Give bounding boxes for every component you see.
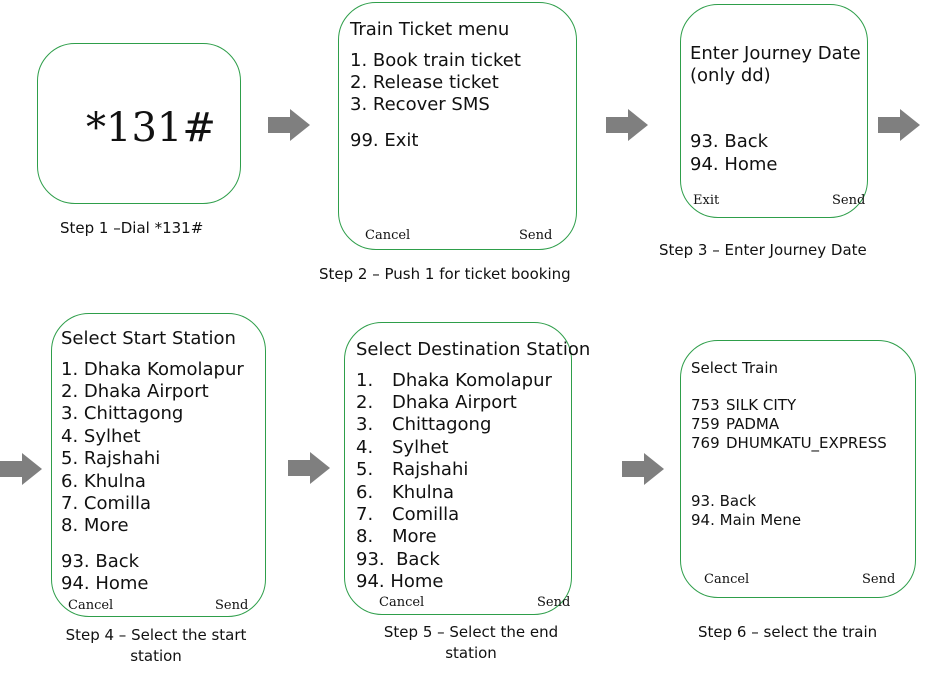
step2-phone: Train Ticket menu 1. Book train ticket 2… [338, 2, 577, 250]
station-option[interactable]: More [392, 526, 437, 547]
step1-phone: *131# [37, 43, 241, 204]
arrow-right-icon [268, 109, 310, 141]
arrow-right-icon [878, 109, 920, 141]
train-number: 759 [691, 415, 720, 433]
step1-caption: Step 1 –Dial *131# [60, 219, 204, 237]
destination-title: Select Destination Station [356, 339, 591, 360]
station-option[interactable]: 3. Chittagong [61, 403, 184, 424]
train-option[interactable]: DHUMKATU_EXPRESS [726, 434, 887, 452]
main-menu-option[interactable]: 94. Main Mene [691, 511, 802, 529]
send-button[interactable]: Send [832, 193, 866, 208]
train-option[interactable]: PADMA [726, 415, 780, 433]
step4-caption-line2: station [130, 647, 182, 665]
menu-title: Train Ticket menu [350, 19, 510, 40]
menu-item-book[interactable]: 1. Book train ticket [350, 50, 521, 71]
cancel-button[interactable]: Cancel [68, 598, 114, 613]
send-button[interactable]: Send [215, 598, 249, 613]
step5-caption: Step 5 – Select the end station [358, 622, 584, 664]
station-option[interactable]: Dhaka Komolapur [392, 370, 552, 391]
cancel-button[interactable]: Cancel [704, 572, 750, 587]
station-option[interactable]: Sylhet [392, 437, 449, 458]
step6-phone: Select Train 753 SILK CITY 759 PADMA 769… [680, 340, 916, 598]
arrow-right-icon [622, 453, 664, 485]
train-number: 753 [691, 396, 720, 414]
step4-phone: Select Start Station 1. Dhaka Komolapur … [51, 313, 266, 617]
station-option[interactable]: 5. Rajshahi [61, 448, 161, 469]
station-option[interactable]: 8. More [61, 515, 129, 536]
train-number: 769 [691, 434, 720, 452]
menu-item-release[interactable]: 2. Release ticket [350, 72, 499, 93]
home-option[interactable]: 94. Home [690, 154, 778, 175]
back-option[interactable]: 93. Back [691, 492, 757, 510]
station-number: 6. [356, 482, 374, 503]
arrow-right-icon [288, 452, 330, 484]
station-option[interactable]: 4. Sylhet [61, 426, 141, 447]
send-button[interactable]: Send [519, 228, 553, 243]
station-number: 8. [356, 526, 374, 547]
start-station-title: Select Start Station [61, 328, 236, 349]
station-number: 5. [356, 459, 374, 480]
station-option[interactable]: 1. Dhaka Komolapur [61, 359, 244, 380]
step6-caption: Step 6 – select the train [698, 623, 878, 641]
menu-item-recover[interactable]: 3. Recover SMS [350, 94, 490, 115]
back-option[interactable]: 93. Back [61, 551, 140, 572]
cancel-button[interactable]: Cancel [365, 228, 411, 243]
station-option[interactable]: Dhaka Airport [392, 392, 517, 413]
exit-button[interactable]: Exit [693, 193, 720, 208]
station-number: 4. [356, 437, 374, 458]
home-option[interactable]: 94. Home [356, 571, 444, 592]
station-option[interactable]: 2. Dhaka Airport [61, 381, 209, 402]
step3-caption: Step 3 – Enter Journey Date [659, 241, 867, 259]
select-train-title: Select Train [691, 359, 779, 377]
station-option[interactable]: Comilla [392, 504, 460, 525]
step4-caption-line1: Step 4 – Select the start [65, 626, 247, 644]
train-option[interactable]: SILK CITY [726, 396, 797, 414]
home-option[interactable]: 94. Home [61, 573, 149, 594]
ussd-code: *131# [86, 105, 216, 151]
station-option[interactable]: Chittagong [392, 414, 492, 435]
back-option[interactable]: 93. Back [690, 131, 769, 152]
cancel-button[interactable]: Cancel [379, 595, 425, 610]
station-option[interactable]: Rajshahi [392, 459, 469, 480]
step5-phone: Select Destination Station 1. Dhaka Komo… [344, 322, 590, 615]
menu-item-exit[interactable]: 99. Exit [350, 130, 419, 151]
step4-caption: Step 4 – Select the start station [43, 625, 269, 667]
station-number: 7. [356, 504, 374, 525]
date-prompt-title: Enter Journey Date [690, 43, 861, 64]
arrow-right-icon [0, 453, 42, 485]
station-number: 1. [356, 370, 374, 391]
station-option[interactable]: 7. Comilla [61, 493, 152, 514]
station-option[interactable]: 6. Khulna [61, 471, 146, 492]
step5-caption-line2: station [445, 644, 497, 662]
send-button[interactable]: Send [537, 595, 571, 610]
station-number: 2. [356, 392, 374, 413]
date-prompt-subtitle: (only dd) [690, 65, 771, 86]
station-option[interactable]: Khulna [392, 482, 455, 503]
step5-caption-line1: Step 5 – Select the end [383, 623, 559, 641]
arrow-right-icon [606, 109, 648, 141]
back-option[interactable]: 93. Back [356, 549, 440, 570]
step3-phone: Enter Journey Date (only dd) 93. Back 94… [680, 4, 868, 218]
step2-caption: Step 2 – Push 1 for ticket booking [319, 265, 571, 283]
station-number: 3. [356, 414, 374, 435]
send-button[interactable]: Send [862, 572, 896, 587]
